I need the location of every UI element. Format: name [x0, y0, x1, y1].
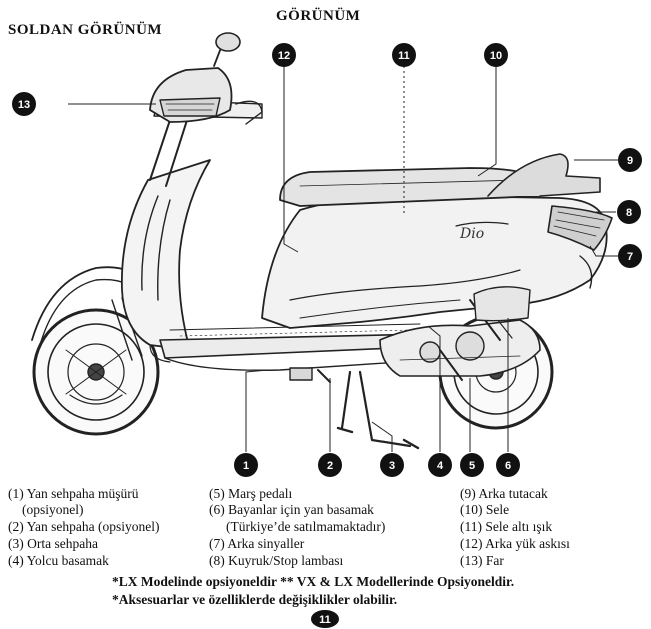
callout-7: 7 — [618, 244, 642, 268]
legend-item-2: (2) Yan sehpaha (opsiyonel) — [8, 519, 159, 535]
svg-text:1: 1 — [243, 460, 249, 472]
svg-text:4: 4 — [437, 460, 444, 472]
legend-item-9: (9) Arka tutacak — [460, 486, 548, 502]
svg-text:8: 8 — [626, 207, 632, 219]
footnote-options: *LX Modelinde opsiyoneldir ** VX & LX Mo… — [112, 574, 514, 590]
legend-item-3: (3) Orta sehpaha — [8, 536, 98, 552]
legend-item-6-note: (Türkiye’de satılmamaktadır) — [226, 519, 385, 535]
svg-text:9: 9 — [627, 155, 633, 167]
legend-item-12: (12) Arka yük askısı — [460, 536, 570, 552]
callout-12: 12 — [272, 43, 296, 67]
legend-item-4: (4) Yolcu basamak — [8, 553, 109, 569]
callout-3: 3 — [380, 453, 404, 477]
callout-5: 5 — [460, 453, 484, 477]
callout-13: 13 — [12, 92, 36, 116]
callout-6: 6 — [496, 453, 520, 477]
svg-text:13: 13 — [18, 99, 30, 111]
legend-item-7: (7) Arka sinyaller — [209, 536, 304, 552]
legend-item-10: (10) Sele — [460, 502, 509, 518]
legend-item-13: (13) Far — [460, 553, 504, 569]
svg-text:5: 5 — [469, 460, 475, 472]
callout-1: 1 — [234, 453, 258, 477]
dio-logo: Dio — [459, 226, 484, 242]
legend-item-11: (11) Sele altı ışık — [460, 519, 552, 535]
callout-11: 11 — [392, 43, 416, 67]
callout-2: 2 — [318, 453, 342, 477]
svg-text:7: 7 — [627, 251, 633, 263]
callout-10: 10 — [484, 43, 508, 67]
legend-item-1: (1) Yan sehpaha müşürü — [8, 486, 139, 502]
legend-item-6: (6) Bayanlar için yan basamak — [209, 502, 374, 518]
svg-text:6: 6 — [505, 460, 511, 472]
callout-8: 8 — [617, 200, 641, 224]
svg-text:11: 11 — [319, 614, 331, 626]
page-number-badge: 11 — [311, 610, 339, 628]
legend-item-1-note: (opsiyonel) — [22, 502, 84, 518]
legend-item-5: (5) Marş pedalı — [209, 486, 292, 502]
svg-text:3: 3 — [389, 460, 395, 472]
footnote-changes: *Aksesuarlar ve özelliklerde değişiklikl… — [112, 592, 397, 608]
svg-text:2: 2 — [327, 460, 333, 472]
callout-9: 9 — [618, 148, 642, 172]
svg-text:11: 11 — [398, 50, 410, 62]
svg-text:10: 10 — [490, 50, 502, 62]
svg-text:12: 12 — [278, 50, 290, 62]
legend-item-8: (8) Kuyruk/Stop lambası — [209, 553, 343, 569]
callout-4: 4 — [428, 453, 452, 477]
